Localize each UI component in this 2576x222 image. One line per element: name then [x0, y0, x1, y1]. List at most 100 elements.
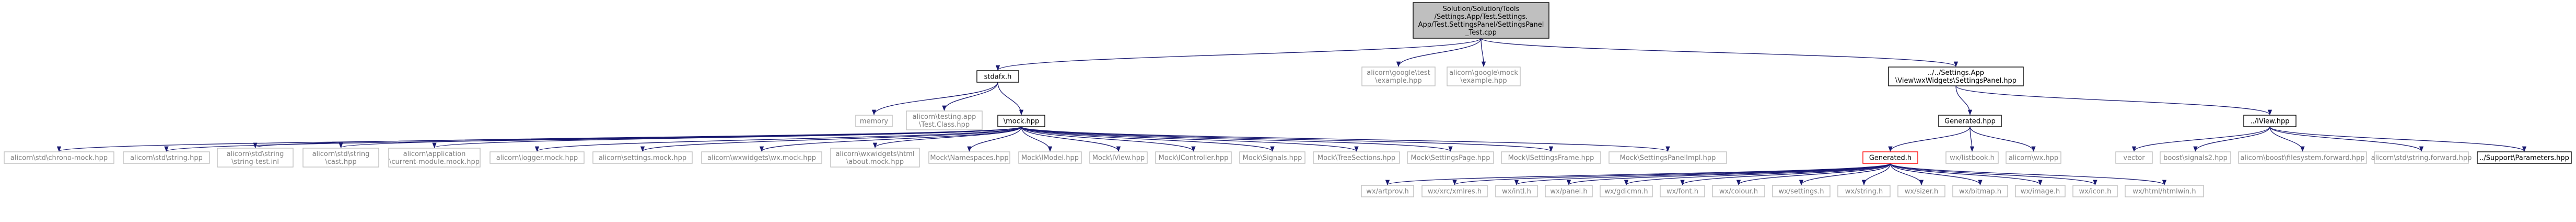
- graph-node-m-settingspage[interactable]: Mock\SettingsPage.hpp: [1407, 151, 1494, 164]
- graph-node-settingspanel[interactable]: ../../Settings.App\View\wxWidgets\Settin…: [1888, 66, 2024, 86]
- graph-node-string-cast[interactable]: alicorn\std\string\cast.hpp: [302, 148, 379, 168]
- graph-node-generated-hpp[interactable]: Generated.hpp: [1938, 115, 2002, 127]
- graph-node-wx-image[interactable]: wx/image.h: [2015, 185, 2066, 197]
- graph-node-wx-bitmap[interactable]: wx/bitmap.h: [1952, 185, 2008, 197]
- graph-node-signals2[interactable]: boost\signals2.hpp: [2160, 151, 2231, 164]
- node-box: [1018, 151, 1082, 164]
- nodes-layer: Solution/Solution/Tools/Settings.App/Tes…: [4, 2, 2572, 197]
- graph-node-wx-font[interactable]: wx/font.h: [1660, 185, 1705, 197]
- graph-node-vector[interactable]: vector: [2115, 151, 2153, 164]
- node-label: vector: [2123, 154, 2145, 162]
- node-box: [976, 70, 1019, 83]
- node-label: Mock\ISettingsFrame.hpp: [1508, 154, 1594, 162]
- edge-root-to-gmock: [1481, 38, 1486, 68]
- graph-node-root[interactable]: Solution/Solution/Tools/Settings.App/Tes…: [1413, 2, 1549, 39]
- graph-node-m-settingsframe[interactable]: Mock\ISettingsFrame.hpp: [1501, 151, 1601, 164]
- graph-node-memory[interactable]: memory: [855, 115, 893, 127]
- edge-generated-hpp-to-generated-h: [1888, 126, 1971, 152]
- graph-node-string-forward[interactable]: alicorn\std\string.forward.hpp: [2371, 151, 2472, 164]
- graph-node-m-view[interactable]: Mock\IView.hpp: [1089, 151, 1148, 164]
- node-label: App/Test.SettingsPanel/SettingsPanel: [1418, 21, 1544, 29]
- node-label: alicorn\std\string.forward.hpp: [2371, 154, 2472, 162]
- node-box: [2160, 151, 2231, 164]
- node-box: [855, 115, 893, 127]
- node-label: Mock\IView.hpp: [1092, 154, 1145, 162]
- graph-node-alicorn-wx[interactable]: alicorn\wx.hpp: [2006, 151, 2061, 164]
- graph-node-html-mock[interactable]: alicorn\wxwidgets\html\about.mock.hpp: [830, 148, 920, 168]
- node-box: [2006, 151, 2061, 164]
- graph-node-settings-mock[interactable]: alicorn\settings.mock.hpp: [592, 151, 693, 164]
- node-label: \about.mock.hpp: [846, 158, 904, 166]
- graph-node-string-hpp[interactable]: alicorn\std\string.hpp: [123, 151, 210, 164]
- node-label: Mock\IModel.hpp: [1021, 154, 1079, 162]
- graph-node-wx-artprov[interactable]: wx/artprov.h: [1361, 185, 1414, 197]
- graph-node-m-controller[interactable]: Mock\IController.hpp: [1155, 151, 1232, 164]
- edge-root-to-stdafx: [996, 38, 1482, 71]
- node-label: wx/bitmap.h: [1959, 188, 2001, 196]
- graph-node-wx-gdicmn[interactable]: wx/gdicmn.h: [1600, 185, 1653, 197]
- graph-node-generated-h[interactable]: Generated.h: [1862, 151, 1918, 164]
- graph-node-mock[interactable]: \mock.hpp: [997, 115, 1045, 127]
- node-box: [830, 148, 920, 168]
- graph-node-wx-string[interactable]: wx/string.h: [1837, 185, 1891, 197]
- graph-node-wx-listbook[interactable]: wx/listbook.h: [1945, 151, 1999, 164]
- graph-node-wx-htmlwin[interactable]: wx/html/htmlwin.h: [2125, 185, 2204, 197]
- graph-node-m-signals[interactable]: Mock\Signals.hpp: [1239, 151, 1306, 164]
- node-label: wx/sizer.h: [1905, 188, 1938, 196]
- graph-node-string-test[interactable]: alicorn\std\string\string-test.inl: [217, 148, 294, 168]
- node-box: [302, 148, 379, 168]
- node-label: wx/xrc/xmlres.h: [1428, 188, 1482, 196]
- graph-node-logger-mock[interactable]: alicorn\logger.mock.hpp: [489, 151, 585, 164]
- graph-node-wx-settings[interactable]: wx/settings.h: [1772, 185, 1831, 197]
- graph-node-wx-mock[interactable]: alicorn\wxwidgets\wx.mock.hpp: [701, 151, 822, 164]
- edge-mock-to-m-treesections: [1021, 126, 1359, 152]
- node-box: [1945, 151, 1999, 164]
- node-label: Mock\SettingsPage.hpp: [1411, 154, 1490, 162]
- node-box: [1938, 115, 2002, 127]
- node-box: [1897, 185, 1945, 197]
- node-box: [1155, 151, 1232, 164]
- node-box: [1421, 185, 1488, 197]
- node-box: [2374, 151, 2469, 164]
- graph-node-stdafx[interactable]: stdafx.h: [976, 70, 1019, 83]
- node-label: alicorn\std\string: [312, 150, 370, 158]
- node-label: Mock\Signals.hpp: [1243, 154, 1302, 162]
- edge-generated-h-to-wx-bitmap: [1890, 163, 1983, 186]
- graph-node-iview[interactable]: ../IView.hpp: [2243, 115, 2297, 127]
- node-label: ../Support\Parameters.hpp: [2479, 154, 2569, 162]
- edge-mock-to-m-settingsframe: [1021, 126, 1553, 152]
- graph-node-m-model[interactable]: Mock\IModel.hpp: [1018, 151, 1082, 164]
- node-label: \example.hpp: [1460, 77, 1507, 85]
- graph-node-m-settingspanelimpl[interactable]: Mock\SettingsPanelImpl.hpp: [1608, 151, 1727, 164]
- graph-node-wx-sizer[interactable]: wx/sizer.h: [1897, 185, 1945, 197]
- node-box: [1888, 66, 2024, 86]
- node-label: wx/artprov.h: [1366, 188, 1408, 196]
- node-label: Solution/Solution/Tools: [1443, 5, 1520, 13]
- node-label: \Test.Class.hpp: [919, 121, 970, 129]
- graph-node-gtest[interactable]: alicorn\google\test\example.hpp: [1361, 66, 1436, 86]
- graph-node-chrono-mock[interactable]: alicorn\std\chrono-mock.hpp: [4, 151, 114, 164]
- node-label: _Test.cpp: [1465, 29, 1497, 37]
- graph-node-m-namespaces[interactable]: Mock\Namespaces.hpp: [928, 151, 1010, 164]
- graph-node-wx-panel[interactable]: wx/panel.h: [1545, 185, 1593, 197]
- graph-node-wx-colour[interactable]: wx/colour.h: [1712, 185, 1765, 197]
- graph-node-fs-forward[interactable]: alicorn\boost\filesystem.forward.hpp: [2238, 151, 2367, 164]
- graph-node-wx-icon[interactable]: wx/icon.h: [2072, 185, 2118, 197]
- graph-node-testingapp[interactable]: alicorn\testing.app\Test.Class.hpp: [906, 110, 983, 130]
- node-box: [2015, 185, 2066, 197]
- graph-node-parameters[interactable]: ../Support\Parameters.hpp: [2477, 151, 2572, 164]
- graph-node-gmock[interactable]: alicorn\google\mock\example.hpp: [1447, 66, 1521, 86]
- graph-node-app-mock[interactable]: alicorn\application\current-module.mock.…: [388, 148, 481, 168]
- graph-node-m-treesections[interactable]: Mock\TreeSections.hpp: [1313, 151, 1400, 164]
- edge-generated-h-to-wx-string: [1861, 163, 1891, 186]
- node-box: [1495, 185, 1538, 197]
- edge-generated-h-to-wx-xmlres: [1452, 163, 1891, 186]
- graph-node-wx-intl[interactable]: wx/intl.h: [1495, 185, 1538, 197]
- edge-mock-to-html-mock: [872, 126, 1022, 149]
- node-box: [592, 151, 693, 164]
- edge-generated-h-to-wx-image: [1890, 163, 2043, 186]
- node-label: alicorn\wxwidgets\wx.mock.hpp: [707, 154, 816, 162]
- node-label: wx/settings.h: [1779, 188, 1824, 196]
- graph-node-wx-xmlres[interactable]: wx/xrc/xmlres.h: [1421, 185, 1488, 197]
- node-box: [2115, 151, 2153, 164]
